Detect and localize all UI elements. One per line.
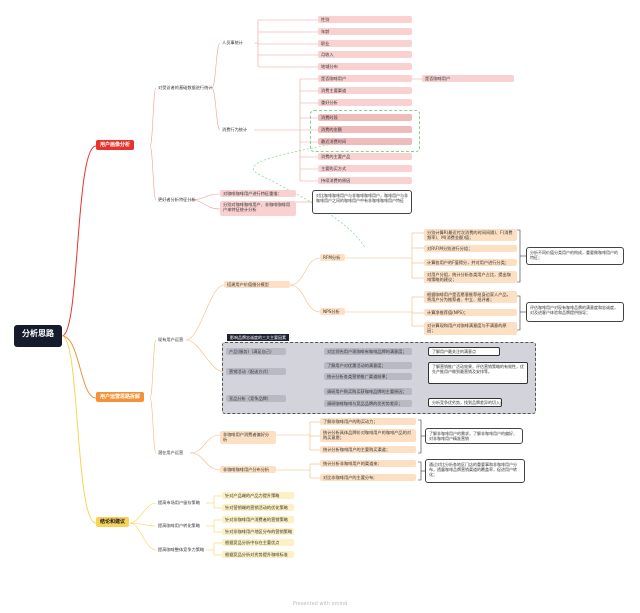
- note-pot-a: 了解非咖啡用户的需求，了解非咖啡用户的偏好，对非咖啡用户精准营销: [425, 428, 523, 444]
- leaf-time-slot[interactable]: 消费时段: [318, 114, 412, 122]
- leaf-pot-a-3[interactable]: 统计分析咖啡用户的主要购买渠道；: [320, 446, 416, 454]
- panel-item-1[interactable]: 对比领先用户现咖啡有咖啡品牌的满意度；: [324, 348, 412, 356]
- note-pot-b: 通过对比分析各地区门店的重要事和非咖啡用户分布，透露咖啡品牌营销渠道的覆盖率，促…: [425, 459, 525, 483]
- branch-ops[interactable]: 用户运营思路拆解: [96, 392, 145, 403]
- leaf-conc-3-1[interactable]: 根据竞品分析中存在主要优点: [222, 539, 294, 547]
- panel-item-3[interactable]: 统计分析各类营销推广渠道结果；: [324, 373, 412, 381]
- leaf-conc-3-2[interactable]: 根据竞品分析对劣势提升咖啡标准: [222, 551, 294, 559]
- leaf-rfm-2[interactable]: 对R\F\M分别进行分组；: [424, 245, 517, 253]
- footer-watermark: Presented with xmind: [292, 601, 348, 607]
- leaf-reason[interactable]: 持续消费的原因: [318, 177, 412, 185]
- leaf-conc-2-1[interactable]: 针对非咖啡用户消费者的营销策略: [222, 516, 294, 524]
- leaf-age[interactable]: 年龄: [318, 28, 412, 36]
- leaf-nps-2[interactable]: 计算净推荐值(NPS)；: [424, 309, 517, 317]
- leaf-nps-3[interactable]: 对计算现和用户对咖啡满意度与不满意的原因；: [424, 322, 517, 335]
- leaf-buy-method[interactable]: 主要购买方式: [318, 165, 412, 173]
- leaf-amount[interactable]: 消费的金额: [318, 126, 412, 134]
- leaf-pot-b-1[interactable]: 统计分析非咖啡用户的渠道来;: [320, 460, 416, 468]
- panel-item-5[interactable]: 调研咖啡咖啡与竞品品牌的优劣势差异；: [324, 400, 412, 408]
- leaf-conc-1-2[interactable]: 针对营销端的营销活动的优化策略: [222, 504, 294, 512]
- node-deep-analysis[interactable]: 更好者分析特征分析: [158, 197, 196, 202]
- node-conc-group-3[interactable]: 提高咖啡整体竞争力策略: [158, 547, 205, 552]
- leaf-deep-1[interactable]: 对咖啡咖啡用户进行特征重描：: [220, 190, 296, 198]
- panel-note-2: 了解营销推广活动效果，评估营销策略的有效性，优先产推用户做到最营销及安排等。: [428, 362, 528, 384]
- node-demo-sub[interactable]: 人员事统计: [222, 40, 243, 45]
- highlight-box: [310, 110, 420, 152]
- panel-item-4[interactable]: 调研用户购买购买获咖啡品牌的主要原因；: [324, 388, 412, 396]
- node-demo-stats[interactable]: 对受访者的基础数据进行统计: [158, 85, 213, 90]
- node-existing-users[interactable]: 现有用户运营: [158, 337, 184, 342]
- leaf-income[interactable]: 月收入: [318, 51, 412, 59]
- panel-row-product[interactable]: 产品(服务)（满足自己）: [226, 348, 286, 356]
- leaf-main-product[interactable]: 消费的主要产品: [318, 153, 412, 161]
- node-potential-users[interactable]: 潜在用户运营: [158, 450, 184, 455]
- leaf-pot-a-2[interactable]: 统计分析具体品牌价对咖啡用户的咖啡产品的对购买意愿；: [320, 429, 416, 442]
- leaf-preference[interactable]: 重好分析: [318, 99, 412, 107]
- branch-conclusion[interactable]: 结论和建议: [96, 517, 130, 528]
- node-potential-dist[interactable]: 非咖啡咖啡用户分布分析: [220, 466, 276, 474]
- root-node[interactable]: 分析思路: [14, 325, 62, 347]
- leaf-recent[interactable]: 最近消费时间: [318, 138, 412, 146]
- leaf-conc-2-2[interactable]: 针对非咖啡用户地区分布的营销策略: [222, 528, 294, 536]
- node-consume-sub[interactable]: 消费行为统计: [222, 127, 248, 132]
- leaf-channel[interactable]: 消费主要渠道: [318, 87, 412, 95]
- leaf-deep-2[interactable]: 分别对咖啡咖啡用户、非咖啡咖啡用户来特征统计分析: [220, 201, 296, 216]
- node-conc-group-1[interactable]: 提高市场用户留存策略: [158, 500, 200, 505]
- leaf-nps-1[interactable]: 根据咖啡用户是否愿意推荐给身边家人产品，将用户分为推荐者、中立、批评者；: [424, 291, 517, 303]
- node-value-model[interactable]: 搭建用户价值细分模型: [224, 281, 290, 289]
- node-potential-pref[interactable]: 非咖啡用户消费者偏好分析: [220, 431, 276, 444]
- note-deep: 对比咖啡咖啡用户与非咖啡咖啡用户，咖啡用户与非咖啡用户之间的咖啡用户中有非咖啡咖…: [312, 190, 412, 214]
- panel-note-1: 了解用户最关注的满意点: [428, 347, 500, 356]
- panel-note-3: 分析竞争优劣势，找到品牌差异的切入点: [428, 398, 502, 407]
- panel-row-marketing[interactable]: 营销活动（配送方式）: [226, 368, 286, 376]
- note-nps: 评估咖啡用户对现有咖啡品牌的满意度和忠诚度，对及进客户体验和品牌提供指导；: [526, 302, 624, 322]
- leaf-gender[interactable]: 性别: [318, 16, 412, 24]
- leaf-conc-1-1[interactable]: 针对产品端的产品力提升策略: [222, 492, 294, 500]
- leaf-rfm-4[interactable]: 对用户分组，统计分析各类用户占比，提出咖啡策略的建议；: [424, 271, 517, 283]
- node-nps[interactable]: NPS分析: [320, 308, 345, 316]
- leaf-rfm-1[interactable]: 分别计算R(最近付次消费的时间间隔)、F(消费频率)、M(消费金额)值；: [424, 229, 517, 241]
- leaf-rfm-3[interactable]: 计算各用户的F值得分，并对用户进行分类；: [424, 259, 517, 267]
- leaf-pot-a-1[interactable]: 了解非咖啡用户的购买动力；: [320, 418, 416, 426]
- note-rfm: 分析不同价值分类用户的构成，重要做咖啡用户的特征；: [526, 247, 624, 265]
- branch-portrait[interactable]: 用户画像分析: [96, 140, 135, 151]
- leaf-is-coffee-user[interactable]: 是否咖啡用户: [318, 75, 412, 83]
- panel-item-2[interactable]: 了解用户对优惠活动的满意度；: [324, 362, 412, 370]
- leaf-job[interactable]: 职业: [318, 40, 412, 48]
- panel-label: 影响品牌忠诚度的三大主要因素: [227, 334, 289, 341]
- leaf-region[interactable]: 地域分布: [318, 63, 412, 71]
- node-conc-group-2[interactable]: 提高咖啡用户转化策略: [158, 523, 200, 528]
- leaf-pot-b-2[interactable]: 对比非咖啡用户的主要分布;: [320, 474, 416, 482]
- panel-row-competitor[interactable]: 宣品分析（竞争品牌）: [226, 395, 286, 403]
- tag-is-coffee-user[interactable]: 是否咖啡用户: [422, 75, 514, 83]
- node-rfm[interactable]: RFM分析: [320, 254, 345, 262]
